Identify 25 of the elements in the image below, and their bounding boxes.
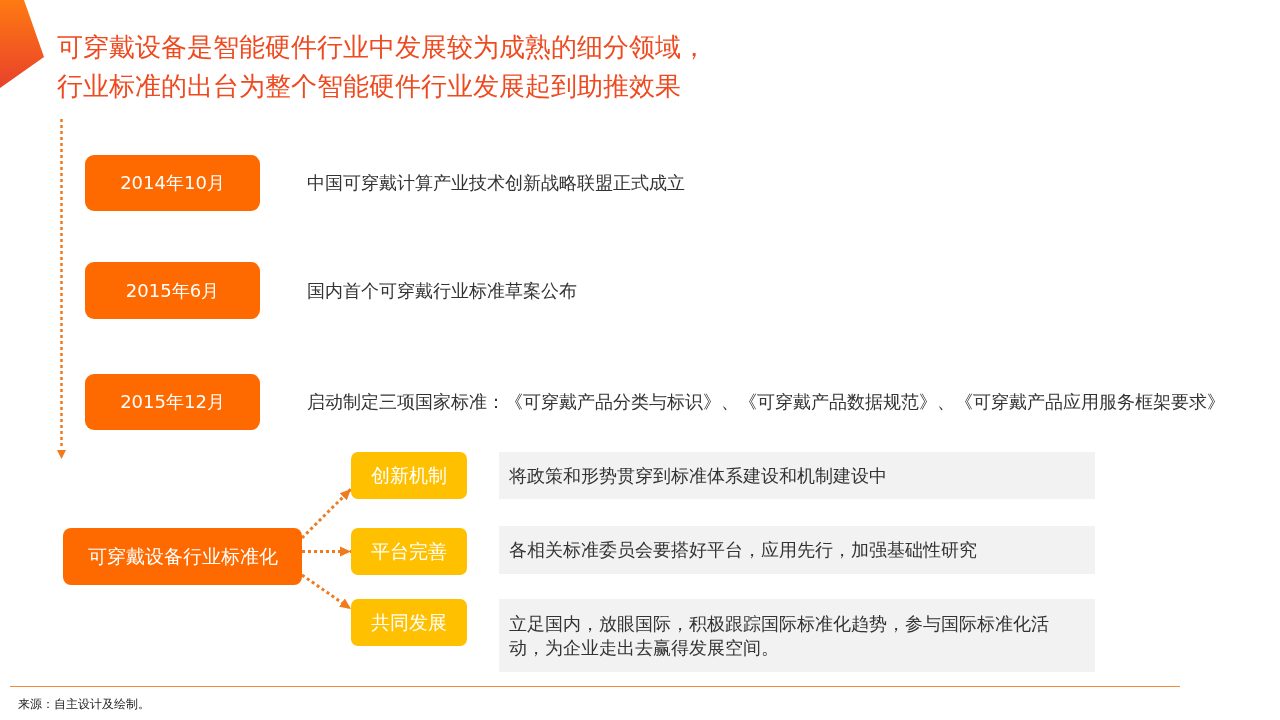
description-text: 立足国内，放眼国际，积极跟踪国际标准化趋势，参与国际标准化活动，为企业走出去赢得发展空间。	[509, 612, 1050, 659]
category-label: 共同发展	[371, 611, 447, 634]
topic-box	[63, 528, 302, 585]
slide-title: 可穿戴设备是智能硬件行业中发展较为成熟的细分领域，行业标准的出台为整个智能硬件行业发展起到助推效果	[57, 31, 708, 103]
topic-label: 可穿戴设备行业标准化	[87, 545, 278, 568]
date-label: 2015年6月	[125, 279, 220, 302]
category-tag	[351, 599, 467, 646]
arrow	[300, 487, 353, 540]
description-text: 各相关标准委员会要搭好平台，应用先行，加强基础性研究	[509, 538, 977, 562]
event-description: 启动制定三项国家标准：《可穿戴产品分类与标识》、《可穿戴产品数据规范》、《可穿戴产品应用服务框架要求》	[307, 390, 1225, 414]
date-label: 2014年10月	[120, 172, 225, 194]
event-description: 中国可穿戴计算产业技术创新战略联盟正式成立	[307, 171, 685, 195]
category-tag	[351, 452, 467, 499]
date-tag	[85, 374, 260, 430]
description-text: 将政策和形势贯穿到标准体系建设和机制建设中	[509, 463, 887, 488]
source-note: 来源：自主设计及绘制。	[18, 696, 150, 712]
arrow	[301, 573, 352, 611]
event-description: 国内首个可穿戴行业标准草案公布	[307, 278, 577, 303]
date-tag	[85, 155, 260, 211]
category-label: 创新机制	[371, 464, 447, 487]
category-label: 平台完善	[371, 540, 447, 563]
arrow	[302, 546, 351, 557]
date-label: 2015年12月	[120, 391, 225, 413]
category-tag	[351, 528, 467, 575]
date-tag	[85, 262, 260, 319]
